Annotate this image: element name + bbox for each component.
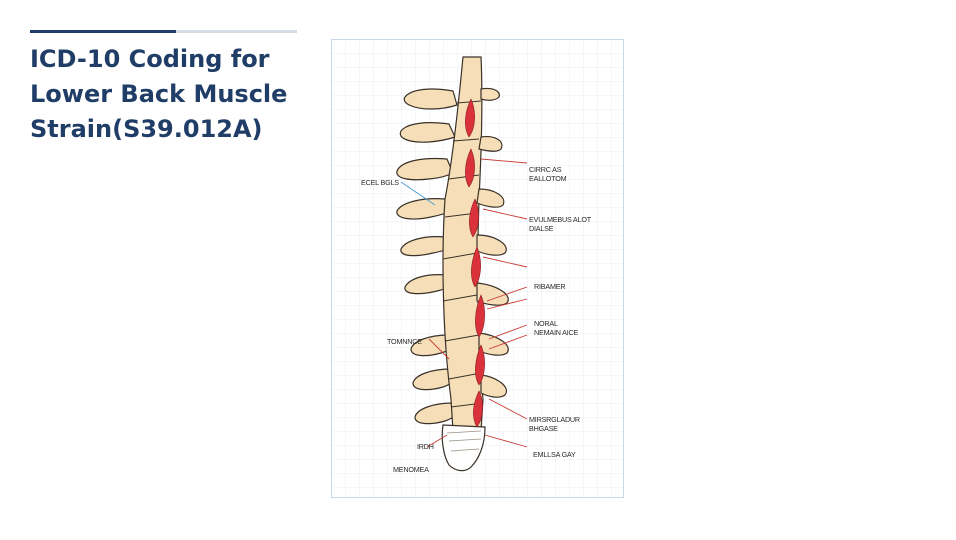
label-right-5b: BHGASE	[529, 424, 558, 433]
label-left-bottom-1: IRDH	[417, 442, 434, 451]
slide-title: ICD-10 Coding for Lower Back Muscle Stra…	[30, 42, 310, 147]
transverse-processes	[476, 87, 509, 398]
label-left-mid: TOMNNCE	[387, 337, 422, 346]
label-left-bottom-2: MENOMEA	[393, 465, 429, 474]
slide-title-line-2: Lower Back Muscle	[30, 80, 288, 108]
label-right-4b: NEMAIN AICE	[534, 328, 579, 337]
leader-line-blue	[400, 181, 436, 206]
label-right-4a: NORAL	[534, 319, 558, 328]
title-rule	[30, 30, 297, 33]
label-right-1a: CIRRC AS	[529, 165, 562, 174]
label-right-2a: EVULMEBUS ALOT	[529, 215, 592, 224]
title-rule-accent	[30, 30, 176, 33]
strained-muscle-fibers	[465, 98, 485, 428]
label-right-2b: DIALSE	[529, 224, 554, 233]
sacrum	[441, 424, 486, 472]
label-right-1b: EALLOTOM	[529, 174, 567, 183]
diagram-labels: ECEL BGLS CIRRC AS EALLOTOM EVULMEBUS AL…	[361, 165, 592, 474]
label-right-6: EMLLSA GAY	[533, 450, 576, 459]
slide-title-line-1: ICD-10 Coding for	[30, 45, 270, 73]
spinous-processes	[396, 88, 460, 425]
figure-border	[331, 39, 624, 498]
slide-title-line-3: Strain(S39.012A)	[30, 115, 263, 143]
spine-diagram: ECEL BGLS CIRRC AS EALLOTOM EVULMEBUS AL…	[331, 39, 624, 498]
leader-lines	[426, 158, 528, 448]
spinal-column	[396, 56, 509, 472]
label-right-5a: MIRSRGLADUR	[529, 415, 580, 424]
label-right-3: RIBAMER	[534, 282, 565, 291]
label-left-top: ECEL BGLS	[361, 178, 399, 187]
spine-illustration: ECEL BGLS CIRRC AS EALLOTOM EVULMEBUS AL…	[331, 39, 624, 498]
